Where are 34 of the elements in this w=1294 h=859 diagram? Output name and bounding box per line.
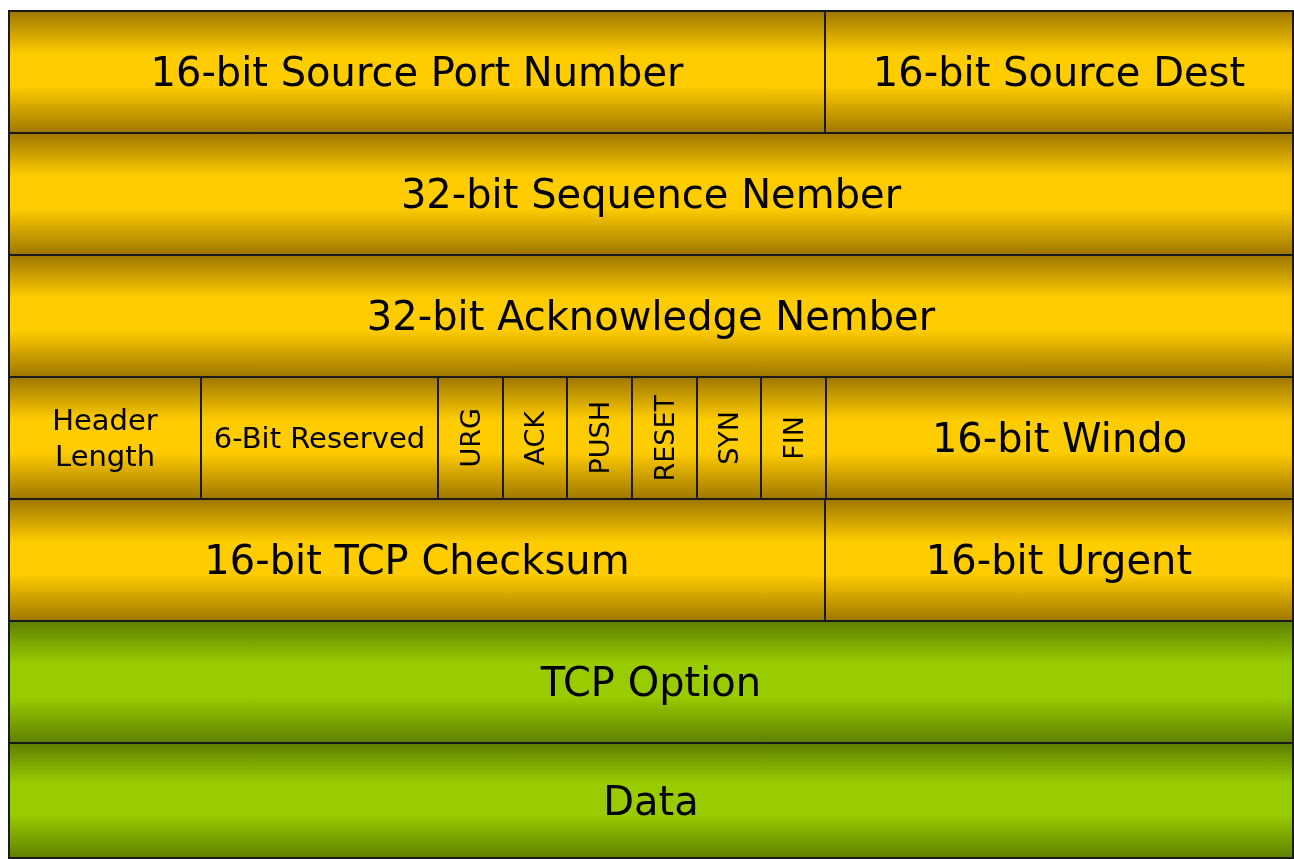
field-cell (8, 498, 826, 622)
field-label: Header Length (51, 401, 159, 475)
flag-cell (566, 376, 633, 500)
field-label: 16-bit Urgent (925, 536, 1193, 585)
flag-cell (502, 376, 568, 500)
field-cell (824, 10, 1294, 134)
field-label: Data (603, 776, 699, 826)
field-cell (825, 376, 1294, 500)
flag-cell (631, 376, 698, 500)
field-cell (824, 498, 1294, 622)
field-cell (8, 620, 1294, 744)
flag-label: PUSH (582, 401, 616, 475)
flag-label: URG (453, 408, 487, 468)
field-cell (8, 254, 1294, 378)
field-label: TCP Option (540, 658, 762, 707)
field-cell (8, 10, 826, 134)
field-label: 16-bit Windo (931, 414, 1188, 463)
field-label: 32-bit Sequence Nember (400, 170, 902, 219)
field-cell (8, 132, 1294, 256)
flag-label: FIN (776, 416, 810, 460)
flag-label: RESET (647, 394, 681, 482)
flag-cell (437, 376, 504, 500)
field-label: 16-bit Source Port Number (150, 48, 684, 97)
flag-label: ACK (518, 410, 552, 466)
field-cell (8, 742, 1294, 859)
flag-cell (696, 376, 762, 500)
flag-label: SYN (712, 411, 746, 465)
field-label: 32-bit Acknowledge Nember (366, 292, 936, 341)
field-cell (8, 376, 202, 500)
flag-cell (760, 376, 827, 500)
field-label: 6-Bit Reserved (213, 419, 426, 457)
field-label: 16-bit TCP Checksum (204, 536, 630, 585)
field-cell (200, 376, 439, 500)
field-label: 16-bit Source Dest (872, 48, 1246, 97)
